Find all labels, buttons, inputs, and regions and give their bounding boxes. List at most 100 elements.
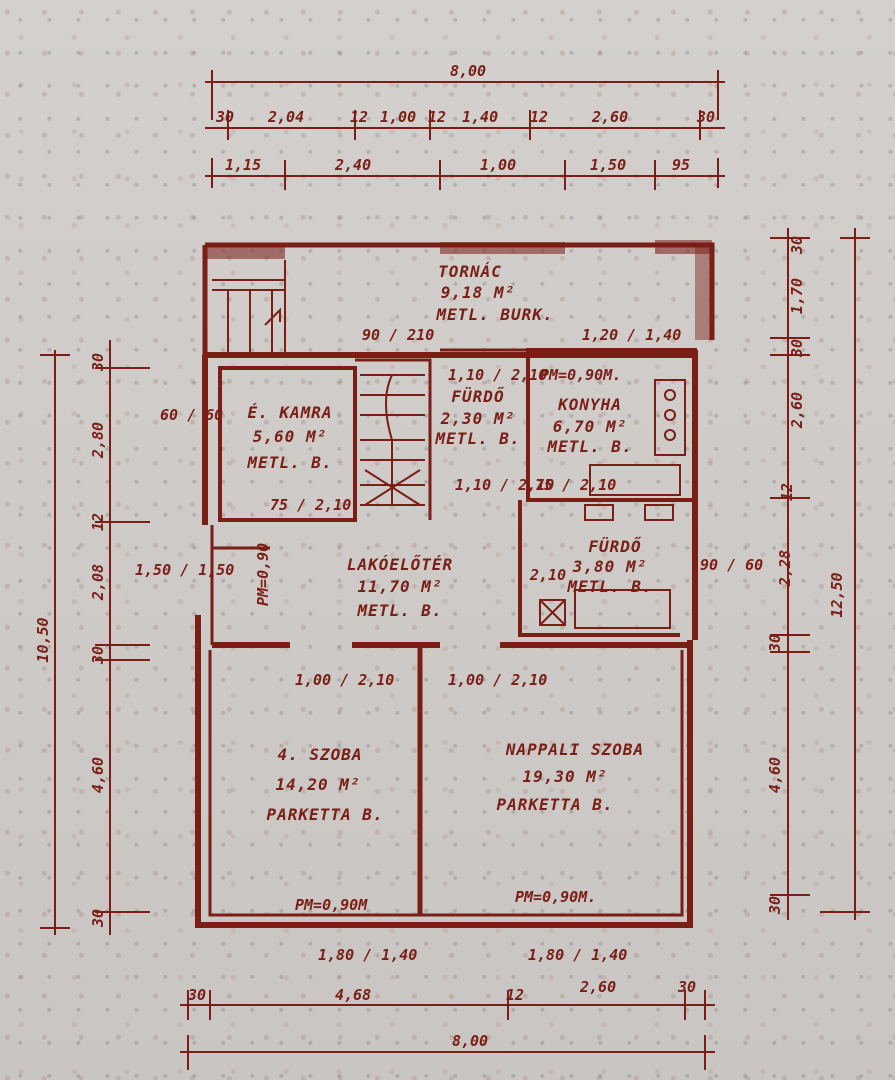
porch-hatched-wall	[655, 240, 712, 254]
bottom-total-label: 8,00	[452, 1032, 488, 1050]
nappali-name: NAPPALI SZOBA	[505, 740, 644, 759]
furdo2-area: 3,80 M²	[572, 557, 647, 576]
stove-burner-icon	[664, 409, 676, 421]
porch-steps	[212, 260, 286, 355]
sink-icon	[584, 504, 614, 521]
top-row2-label-2: 2,40	[334, 156, 371, 174]
szoba-door-dim: 1,00 / 2,10	[295, 671, 394, 689]
right-dimension-lines: 12,50 30 1,70 30 2,60 12 2,28 30 4,60 30	[766, 228, 870, 920]
top-row2-label-3: 1,00	[480, 156, 516, 174]
porch-hatched-wall	[205, 245, 285, 259]
furdo2-floor: METL. B.	[566, 577, 652, 596]
furdo-floor: METL. B.	[434, 429, 520, 448]
lako-pm-dim: PM=0,90	[254, 543, 272, 606]
right-row-label-6: 2,28	[776, 550, 794, 587]
washbasin-icon	[539, 599, 566, 626]
konyha-door: PM=0,90M.	[540, 366, 621, 384]
nappali-area: 19,30 M²	[522, 767, 607, 786]
top-row1-label-9: 30	[696, 108, 715, 126]
room-labels: TORNÁC 9,18 M² METL. BURK. FÜRDŐ 2,30 M²…	[246, 262, 652, 914]
left-row-label-1: 30	[89, 353, 107, 372]
szoba-floor: PARKETTA B.	[267, 805, 384, 824]
konyha-walls	[526, 348, 697, 502]
bottom-row1-ticks	[187, 990, 706, 1020]
furdo-name: FÜRDŐ	[451, 386, 505, 406]
left-dimension-lines: 10,50 30 2,80 12 2,08 30 4,60 30	[34, 340, 150, 935]
right-row-label-5: 12	[778, 483, 796, 501]
stair-path	[385, 374, 393, 505]
top-row2-label-5: 95	[672, 156, 690, 174]
konyha-area: 6,70 M²	[553, 417, 627, 436]
walls	[195, 240, 715, 928]
right-row-label-2: 1,70	[788, 278, 806, 314]
left-row-label-7: 30	[89, 909, 107, 928]
furdo-door-dim: 1,10 / 2,10	[448, 366, 547, 384]
stove-burner-icon	[664, 389, 676, 401]
top-row2-label-4: 1,50	[590, 156, 626, 174]
lakoeloter-name: LAKÓELŐTÉR	[347, 554, 453, 574]
house-wall-inner	[208, 650, 684, 917]
left-row-label-6: 4,60	[89, 757, 107, 793]
top-row1-ticks	[227, 110, 701, 140]
szoba-area: 14,20 M²	[275, 775, 360, 794]
kamra-name: É. KAMRA	[247, 403, 332, 422]
stove-burner-icon	[664, 429, 676, 441]
furdo2-dim: 90 / 60	[700, 556, 763, 574]
stove-icon	[654, 379, 686, 456]
konyha-floor: METL. B.	[546, 437, 632, 456]
kamra-walls	[218, 366, 357, 522]
counter-icon	[589, 464, 681, 496]
top-row2-label-1: 1,15	[225, 156, 261, 174]
top-dimension-lines: 8,00 30 2,04 12 1,00 12 1,40 12 2,60 30 …	[205, 62, 725, 190]
top-row1-label-7: 12	[530, 108, 548, 126]
furdo-bottom-dim: 1,10 / 2,10	[455, 476, 554, 494]
nappali-floor: PARKETTA B.	[497, 795, 614, 814]
left-row-label-4: 2,08	[89, 564, 107, 601]
furdo2-door-dim: 2,10	[529, 566, 566, 584]
top-row1-label-8: 2,60	[591, 108, 628, 126]
lako-left-dim: 1,50 / 1,50	[135, 561, 234, 579]
right-row-label-7: 30	[766, 634, 784, 653]
right-row-label-8: 4,60	[766, 757, 784, 793]
top-total-label: 8,00	[450, 62, 486, 80]
bottom-row1-label-1: 30	[187, 986, 206, 1004]
furdo-area: 2,30 M²	[440, 409, 515, 428]
tornac-area: 9,18 M²	[441, 283, 515, 302]
tornac-floor: METL. BURK.	[436, 305, 554, 324]
stair-dim: 90 / 210	[362, 326, 434, 344]
right-row-label-4: 2,60	[788, 392, 806, 429]
top-row1-label-5: 12	[428, 108, 446, 126]
left-row-label-5: 30	[89, 646, 107, 665]
top-row1-label-2: 2,04	[267, 108, 304, 126]
top-row1-label-4: 1,00	[380, 108, 416, 126]
konyha-window-dim: 75 / 2,10	[535, 476, 616, 494]
bottom-window1-dim: 1,80 / 1,40	[318, 946, 417, 964]
bottom-dimension-lines: 30 4,68 12 2,60 30 8,00	[180, 978, 715, 1070]
szoba-name: 4. SZOBA	[277, 745, 362, 764]
bathtub-icon	[574, 589, 671, 629]
lakoeloter-area: 11,70 M²	[357, 577, 442, 596]
kamra-area: 5,60 M²	[253, 427, 327, 446]
interior-dimensions: 90 / 210 1,10 / 2,10 1,20 / 1,40 60 / 60…	[135, 326, 763, 964]
kamra-floor: METL. B.	[246, 453, 332, 472]
nappali-door: PM=0,90M.	[515, 888, 596, 906]
sink-icon	[644, 504, 674, 521]
top-row1-label-1: 30	[215, 108, 234, 126]
konyha-door-dim: 1,20 / 1,40	[582, 326, 681, 344]
porch-hatched-wall	[695, 245, 712, 340]
top-row2-ticks	[211, 158, 719, 190]
stair-walls	[355, 358, 432, 520]
washbasin-cross	[539, 599, 566, 626]
right-row-label-9: 30	[766, 896, 784, 915]
lakoeloter-floor: METL. B.	[356, 601, 442, 620]
left-row-label-2: 2,80	[89, 422, 107, 459]
szoba-door: PM=0,90M	[295, 896, 368, 914]
kamra-window-dim: 60 / 60	[160, 406, 223, 424]
kamra-door-dim: 75 / 2,10	[270, 496, 351, 514]
left-row-label-3: 12	[89, 513, 107, 531]
bottom-row1-label-5: 30	[677, 978, 696, 996]
stair-cross	[364, 469, 421, 506]
top-row1-label-6: 1,40	[462, 108, 498, 126]
house-wall-outer	[195, 615, 693, 928]
